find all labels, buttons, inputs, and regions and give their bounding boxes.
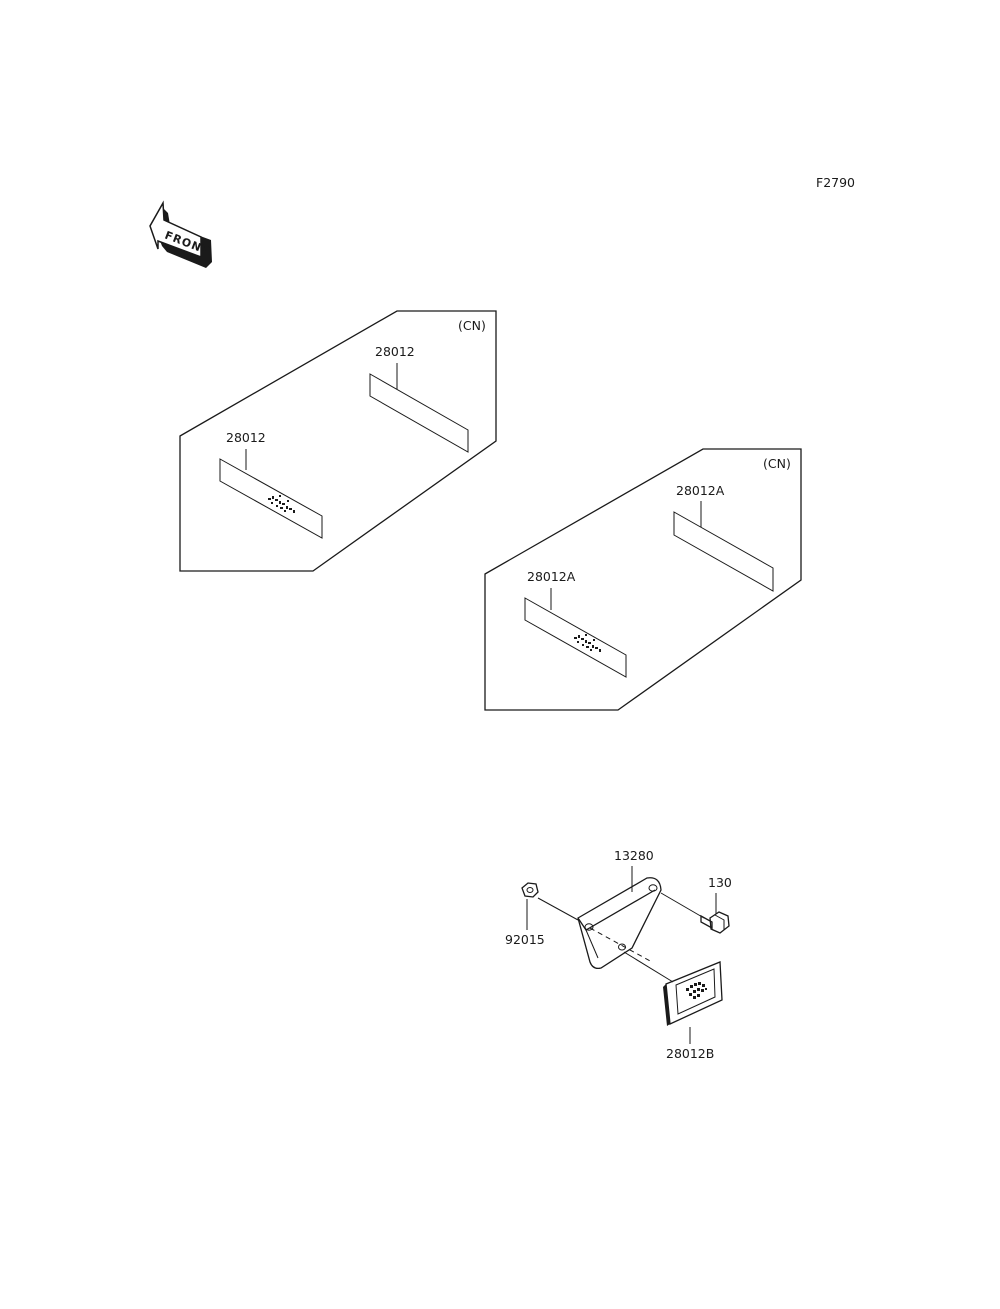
part-label-28012B: 28012B	[666, 1046, 714, 1061]
region-code-left: (CN)	[458, 318, 486, 333]
front-arrow-icon: FRONT	[149, 200, 212, 268]
decal-logo-icon	[574, 634, 601, 652]
decal-28012A-lower	[524, 597, 627, 678]
group-left: (CN) 28012 28012	[179, 310, 497, 572]
part-label-13280: 13280	[614, 848, 654, 863]
decal-28012A-upper	[673, 511, 774, 592]
assembly-line-nut	[537, 897, 579, 921]
bracket-13280	[577, 877, 662, 970]
nut-92015	[521, 882, 539, 898]
figure-code: F2790	[816, 175, 855, 190]
part-label-28012A-lower: 28012A	[527, 569, 576, 584]
part-label-92015: 92015	[505, 932, 545, 947]
hidden-line-nut	[589, 927, 653, 963]
assembly-line-bolt	[660, 892, 705, 919]
group-right: (CN) 28012A 28012A	[484, 448, 802, 711]
group-left-frame	[179, 310, 497, 572]
decal-logo-icon	[268, 495, 295, 513]
part-label-28012-lower: 28012	[226, 430, 266, 445]
reflector-logo-icon	[686, 982, 707, 999]
reflector-assembly: 13280 92015 130	[505, 848, 732, 1061]
part-label-130: 130	[708, 875, 732, 890]
reflector-28012B	[663, 961, 723, 1026]
part-label-28012A-upper: 28012A	[676, 483, 725, 498]
bolt-130	[700, 911, 730, 934]
decal-28012-upper	[369, 373, 469, 453]
assembly-line-reflector	[623, 951, 674, 983]
region-code-right: (CN)	[763, 456, 791, 471]
part-label-28012-upper: 28012	[375, 344, 415, 359]
decal-28012-lower	[219, 458, 323, 539]
group-right-frame	[484, 448, 802, 711]
